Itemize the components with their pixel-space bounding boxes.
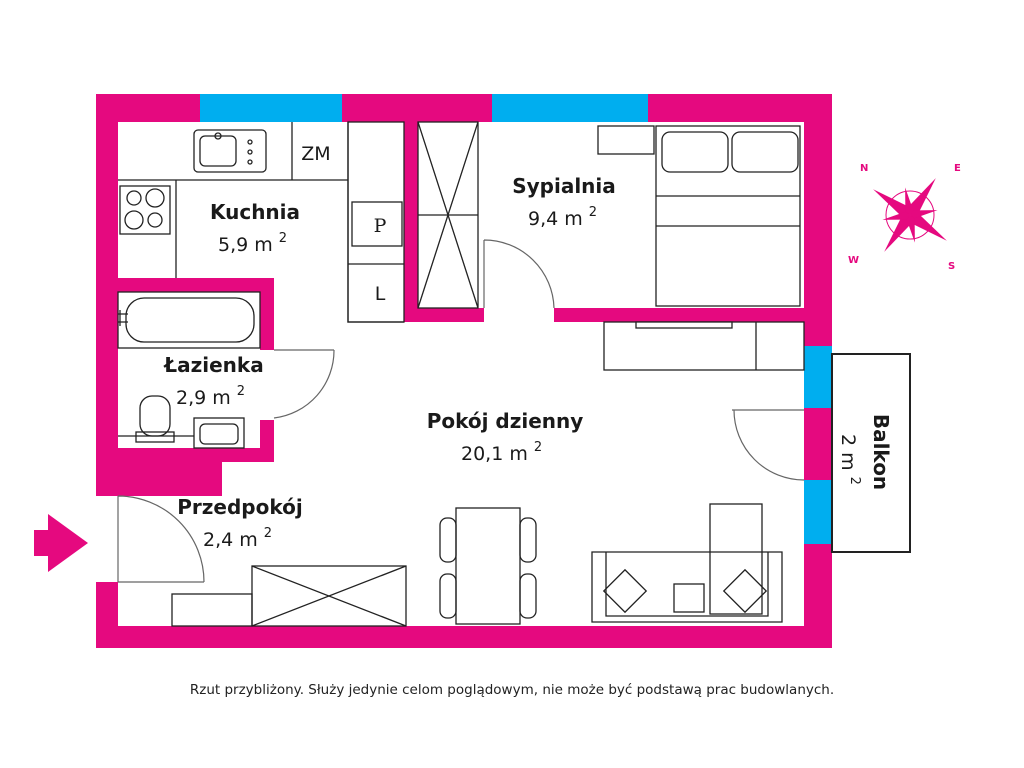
- compass-icon: N E W S: [848, 163, 961, 272]
- bathroom-name: Łazienka: [163, 353, 263, 377]
- bathroom-door: [273, 349, 335, 419]
- wall-bath-right: [260, 278, 274, 350]
- wardrobe-icon: [417, 121, 479, 309]
- washbasin-icon: [193, 417, 245, 449]
- walls: [96, 94, 832, 648]
- living-furniture: [439, 409, 805, 625]
- wall-kitchen-bath: [96, 278, 274, 292]
- bathtub-icon: [117, 291, 261, 349]
- sofa-icon: [591, 503, 783, 623]
- disclaimer-text: Rzut przybliżony. Służy jedynie celom po…: [189, 682, 835, 698]
- cooktop-icon: [119, 185, 171, 235]
- wall-hall-step: [96, 462, 222, 496]
- kitchen-furniture: ZM P L: [118, 121, 405, 323]
- balcony-area: 2 m2: [837, 434, 862, 485]
- kitchen-name: Kuchnia: [210, 200, 300, 224]
- hall-furniture: [117, 495, 407, 627]
- wall-left-upper: [96, 94, 118, 496]
- wall-bedroom-bottom-right: [554, 308, 804, 322]
- balcony-door: [732, 409, 805, 481]
- balcony-outline: [831, 353, 911, 553]
- compass-w: W: [848, 255, 859, 266]
- label-l: L: [375, 283, 386, 305]
- compass-n: N: [860, 163, 868, 174]
- hall-wardrobe-icon: [251, 565, 407, 627]
- compass-e: E: [954, 163, 961, 174]
- entrance-arrow-icon: [34, 514, 88, 572]
- wall-left-lower: [96, 582, 118, 648]
- compass-s: S: [948, 261, 955, 272]
- sink-icon: [193, 129, 267, 173]
- living-name: Pokój dzienny: [427, 409, 584, 433]
- p-cabinet: [351, 201, 403, 247]
- bedroom-door: [483, 239, 555, 309]
- bathroom-furniture: [117, 291, 335, 449]
- window-kitchen: [200, 94, 342, 122]
- tall-cabinet: [347, 121, 405, 323]
- entrance-door: [117, 495, 205, 583]
- dining-table-icon: [439, 507, 537, 625]
- tv-icon: [635, 321, 733, 329]
- label-p: P: [374, 215, 387, 237]
- nightstand: [597, 125, 655, 155]
- toilet-icon: [135, 395, 175, 443]
- wall-bedroom-bottom-left: [404, 308, 484, 322]
- window-bedroom: [492, 94, 648, 122]
- bed-icon: [655, 125, 801, 307]
- bedroom-name: Sypialnia: [512, 174, 616, 198]
- wall-bath-step: [222, 448, 274, 462]
- wall-bedroom-left: [404, 122, 418, 322]
- wall-bottom: [96, 626, 828, 648]
- hall-name: Przedpokój: [177, 495, 302, 519]
- balcony-name: Balkon: [869, 414, 893, 490]
- tv-unit: [603, 321, 805, 371]
- label-zm: ZM: [301, 143, 330, 165]
- shoe-cabinet: [171, 593, 253, 627]
- window-balcony-top: [804, 346, 832, 408]
- bedroom-furniture: [417, 121, 805, 371]
- window-balcony-bottom: [804, 480, 832, 544]
- windows: [200, 94, 832, 544]
